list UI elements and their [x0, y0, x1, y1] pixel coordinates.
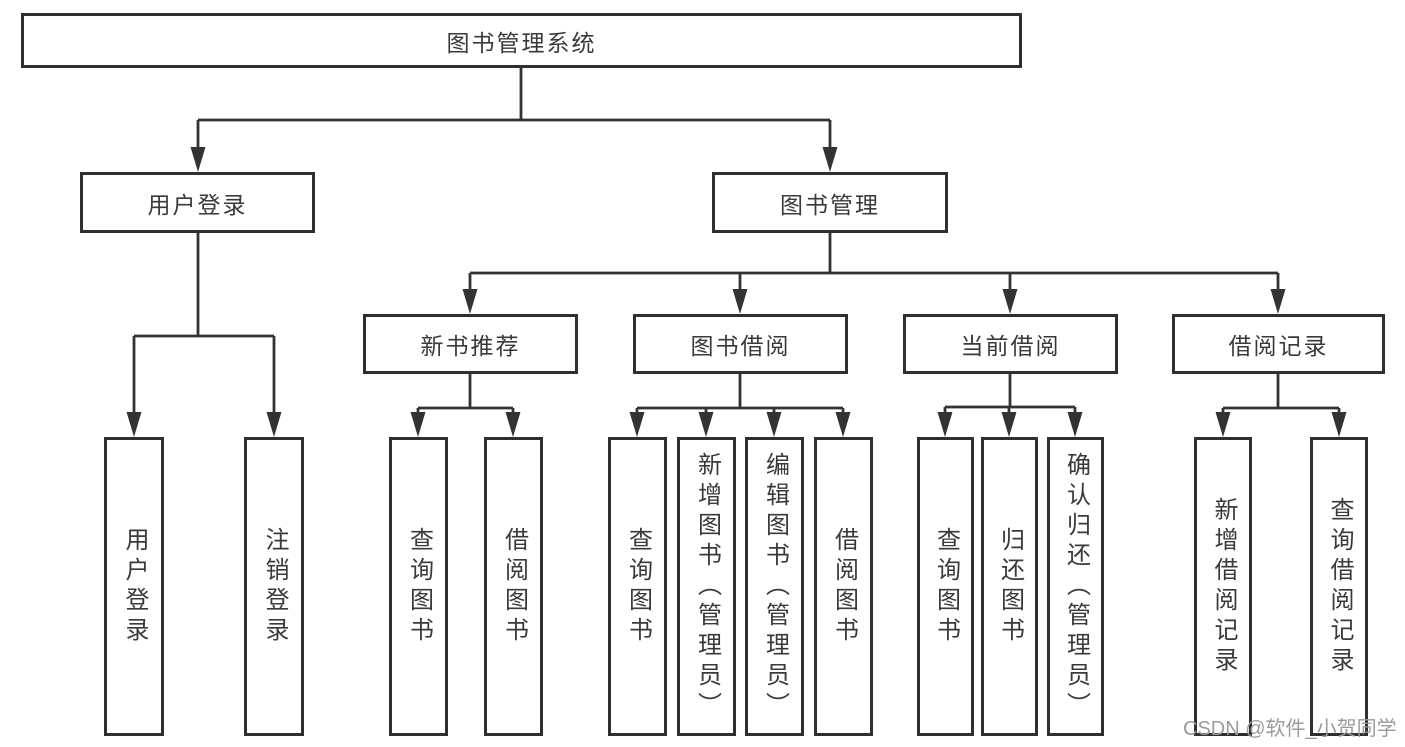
leaf-label: 注销登录: [261, 526, 288, 647]
node-library-management-system: 图书管理系统: [21, 13, 1022, 68]
leaf-borrow-books-recommend: 借阅图书: [484, 437, 543, 736]
leaf-label: 查询图书: [932, 526, 960, 647]
leaf-borrow-books: 借阅图书: [814, 437, 873, 736]
node-label: 新书推荐: [420, 333, 521, 359]
leaf-label: 新增借阅记录: [1210, 496, 1237, 677]
node-label: 借阅记录: [1228, 333, 1329, 359]
leaf-label: 用户登录: [121, 526, 148, 647]
node-book-management: 图书管理: [712, 172, 948, 233]
leaf-query-borrow-record: 查询借阅记录: [1310, 437, 1368, 736]
leaf-label: 编辑图书（管理员）: [761, 451, 789, 722]
node-label: 用户登录: [147, 191, 248, 218]
leaf-user-login: 用户登录: [104, 437, 164, 736]
leaf-label: 借阅图书: [500, 526, 528, 647]
leaf-confirm-return-admin: 确认归还（管理员）: [1047, 437, 1104, 736]
leaf-label: 查询图书: [405, 526, 433, 647]
node-label: 图书借阅: [690, 333, 791, 359]
leaf-label: 新增图书（管理员）: [693, 451, 721, 722]
node-label: 图书管理系统: [446, 29, 597, 56]
node-current-borrow: 当前借阅: [903, 314, 1118, 374]
leaf-add-books-admin: 新增图书（管理员）: [677, 437, 736, 736]
node-label: 当前借阅: [960, 333, 1061, 359]
node-user-login: 用户登录: [80, 172, 315, 233]
leaf-edit-books-admin: 编辑图书（管理员）: [745, 437, 804, 736]
leaf-query-books-borrow: 查询图书: [608, 437, 667, 736]
leaf-query-books-recommend: 查询图书: [389, 437, 448, 736]
leaf-query-books-current: 查询图书: [917, 437, 974, 736]
node-book-borrow: 图书借阅: [633, 314, 848, 374]
node-label: 图书管理: [780, 191, 880, 218]
leaf-label: 归还图书: [996, 526, 1024, 647]
leaf-label: 查询图书: [624, 526, 652, 647]
leaf-add-borrow-record: 新增借阅记录: [1194, 437, 1252, 736]
leaf-return-books: 归还图书: [981, 437, 1038, 736]
leaf-logout: 注销登录: [244, 437, 304, 736]
node-new-book-recommend: 新书推荐: [363, 314, 578, 374]
leaf-label: 查询借阅记录: [1326, 496, 1353, 677]
watermark: CSDN @软件_小贺同学: [1183, 718, 1397, 740]
node-borrow-records: 借阅记录: [1172, 314, 1385, 374]
leaf-label: 确认归还（管理员）: [1062, 451, 1090, 722]
leaf-label: 借阅图书: [830, 526, 858, 647]
